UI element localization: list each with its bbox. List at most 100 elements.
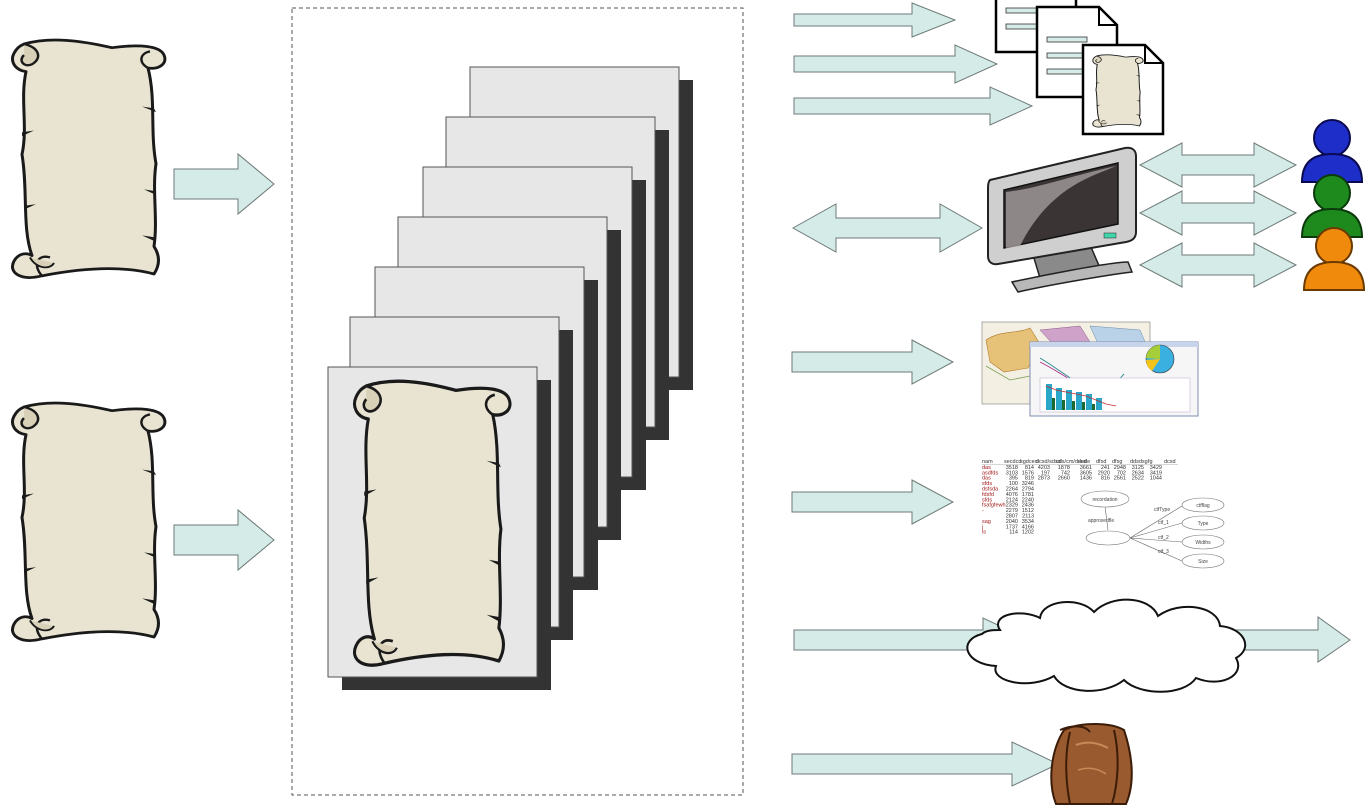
graph-node [1181, 515, 1225, 531]
source-scroll-1 [10, 38, 167, 279]
table-cell: sfds [982, 481, 992, 487]
table-cell: 1436 [1080, 476, 1092, 482]
table-cell: dfsd [1096, 459, 1106, 465]
table-cell: 3103 [1006, 470, 1018, 476]
output-archive [791, 723, 1133, 805]
output-data: nam secdcdsgdcecldcsd/sdsdcds/cm/dscddede… [791, 458, 1230, 569]
right-arrow-icon [173, 152, 275, 216]
right-arrow-icon [791, 741, 1060, 787]
table-cell: 4203 [1038, 465, 1050, 471]
table-cell: 3419 [1150, 470, 1162, 476]
table-cell: dcsd [1164, 459, 1176, 465]
table-cell: ls [982, 530, 986, 536]
table-cell: 114 [1009, 530, 1018, 536]
table-cell: 814 [1025, 465, 1034, 471]
table-cell: 2634 [1132, 470, 1144, 476]
graph-node-label: Size [1198, 559, 1208, 565]
right-arrow-icon [793, 86, 1034, 126]
table-cell: 2279 [1006, 508, 1018, 514]
table-cell: 819 [1025, 476, 1034, 482]
table-cell: nam [982, 459, 993, 465]
graph-edge-label: ctf_2 [1158, 535, 1169, 541]
repository-boundary [291, 7, 744, 796]
table-cell: asdfds [982, 470, 998, 476]
output-interactive [791, 119, 1365, 293]
double-arrow-icon [1138, 190, 1298, 236]
table-cell: 241 [1101, 465, 1110, 471]
table-cell: 395 [1009, 476, 1018, 482]
table-cell: j [981, 524, 983, 530]
graph-node-label: ctfflag [1196, 503, 1209, 509]
table-cell: 2329 [1006, 503, 1018, 509]
table-cell: ddsdsg [1130, 459, 1148, 465]
scroll-document-icon [1081, 43, 1165, 136]
graph-node [1085, 530, 1131, 546]
table-cell: dede [1078, 459, 1090, 465]
right-arrow-icon [793, 2, 957, 38]
table-cell: 3661 [1080, 465, 1092, 471]
table-cell: 2124 [1006, 497, 1018, 503]
table-cell: 2561 [1114, 476, 1126, 482]
table-cell: 3605 [1080, 470, 1092, 476]
stack-page-1 [327, 366, 551, 690]
table-cell: dcsd/sdsd [1036, 459, 1061, 465]
input-arrow-2 [173, 508, 275, 572]
graph-node [1080, 490, 1130, 508]
output-visualization [791, 321, 1199, 417]
table-cell: 2660 [1058, 476, 1070, 482]
cloud-icon [966, 598, 1247, 693]
right-arrow-icon [791, 479, 955, 525]
double-arrow-icon [791, 203, 984, 253]
table-cell: sgdcecl [1020, 459, 1039, 465]
graph-edge-label: ctfType [1154, 507, 1170, 513]
table-cell: 2240 [1022, 497, 1034, 503]
table-cell: fsafgfewh [982, 503, 1006, 509]
table-cell: secdcd [1004, 459, 1021, 465]
table-cell: 2920 [1098, 470, 1110, 476]
table-cell: fdsfd [982, 492, 994, 498]
table-cell: 1202 [1022, 530, 1034, 536]
scroll-icon [10, 38, 167, 279]
chart-thumbnail-icon [981, 321, 1199, 417]
input-arrow-1 [173, 152, 275, 216]
table-cell: 2794 [1022, 487, 1034, 493]
scroll-icon [10, 401, 167, 642]
right-arrow-icon [173, 508, 275, 572]
table-cell: 742 [1061, 470, 1070, 476]
table-cell: 3518 [1006, 465, 1018, 471]
table-graph-thumbnail-icon: nam secdcdsgdcecldcsd/sdsdcds/cm/dscddede… [980, 458, 1230, 569]
table-cell: 4166 [1022, 524, 1034, 530]
table-cell: 2113 [1022, 514, 1034, 520]
table-cell: fg [1148, 459, 1153, 465]
table-cell: 1044 [1150, 476, 1162, 482]
right-arrow-icon [791, 339, 955, 385]
table-cell: 1576 [1022, 470, 1034, 476]
table-cell: 2264 [1006, 487, 1018, 493]
table-cell: 702 [1117, 470, 1126, 476]
double-arrow-icon [1138, 142, 1298, 188]
graph-node-label: Widths [1195, 540, 1211, 546]
table-cell: 1878 [1058, 465, 1070, 471]
table-cell: 100 [1009, 481, 1018, 487]
graph-node [1181, 553, 1225, 569]
table-cell: 2807 [1006, 514, 1018, 520]
graph-node [1181, 534, 1225, 550]
data-table: nam secdcdsgdcecldcsd/sdsdcds/cm/dscddede… [981, 459, 1178, 536]
table-cell: 2948 [1114, 465, 1126, 471]
output-documents [793, 0, 1165, 136]
table-cell: das [982, 465, 991, 471]
table-cell: das [982, 476, 991, 482]
double-arrow-icon [1138, 242, 1298, 288]
graph-edge-label: approxedfle [1088, 518, 1114, 524]
bag-icon [1050, 723, 1133, 805]
table-cell: 2436 [1022, 503, 1034, 509]
table-cell: 816 [1101, 476, 1110, 482]
scroll-icon [352, 379, 512, 667]
graph-edge-label: ctf_3 [1158, 549, 1169, 555]
relation-graph: recordation ctfflag Type Widths Size app… [1080, 490, 1225, 569]
table-cell: dsfsda [982, 487, 999, 493]
document-stack [327, 66, 693, 690]
right-arrow-icon [793, 44, 999, 84]
table-cell: 3429 [1150, 465, 1162, 471]
table-cell: cds/cm/dscd [1056, 459, 1087, 465]
